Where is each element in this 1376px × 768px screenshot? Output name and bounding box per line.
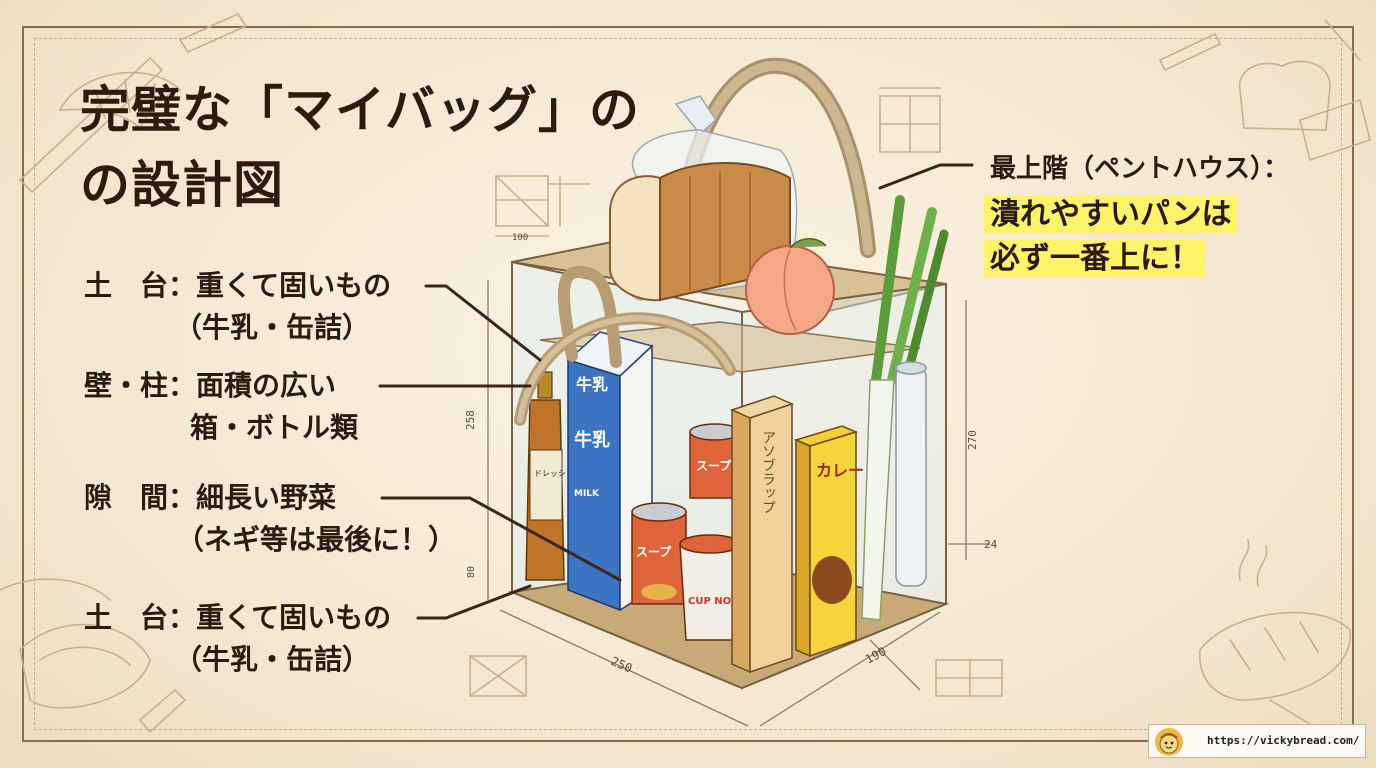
blueprint-sketch-icon-2 (469, 655, 527, 697)
eraser-doodle-icon (178, 12, 248, 54)
curry-label: カレー (816, 461, 864, 480)
label-gaps-heading: 隙 間：細長い野菜 (84, 481, 337, 514)
blueprint-sketch-icon (495, 175, 549, 227)
bun-doodle-icon (19, 623, 151, 709)
soup-can-label-2: スープ (636, 544, 672, 559)
dimension-lines (487, 280, 990, 727)
label-foundation-base-heading: 土 台：重くて固いもの (84, 601, 392, 634)
label-foundation-base-sub: （牛乳・缶詰） (174, 643, 371, 676)
milk-english-label: MILK (574, 489, 600, 499)
outer-frame (22, 26, 1354, 742)
avatar (1155, 728, 1183, 756)
dim-height-left-label: 258 (464, 410, 477, 430)
dim-height-right-label: 270 (966, 430, 979, 450)
milk-label: 牛乳 (576, 375, 608, 394)
label-walls-heading: 壁・柱：面積の広い (84, 369, 337, 402)
label-foundation-top-heading: 土 台：重くて固いもの (84, 269, 392, 302)
dim-blueprint-top-label: 100 (512, 233, 528, 243)
plastic-wrap-roll (895, 361, 927, 587)
site-url-link[interactable]: https://vickybread.com/ (1207, 734, 1360, 747)
wrap-box: アソブラップ (729, 395, 795, 674)
dim-small-left-label: 80 (466, 566, 477, 578)
peach (745, 238, 835, 335)
wrap-box-label: アソブラップ (760, 430, 776, 514)
bottle-label: ドレッシング (534, 468, 582, 478)
label-walls-sub: 箱・ボトル類 (190, 411, 359, 444)
bread-mascot-icon (1159, 733, 1179, 754)
milk-label-side: 牛乳 (574, 429, 610, 451)
label-foundation-top-sub: （牛乳・缶詰） (174, 311, 371, 344)
cup-noodle-label: CUP NOODLE (688, 596, 761, 607)
pencil-doodle-icon (18, 56, 164, 194)
soup-can-bottom: スープ (631, 502, 687, 605)
croissant-doodle-icon (58, 71, 182, 130)
milk-carton: 牛乳 牛乳 MILK (566, 331, 654, 612)
green-onion (861, 195, 949, 621)
inner-frame (34, 38, 1342, 730)
site-badge[interactable]: https://vickybread.com/ (1148, 724, 1366, 758)
penthouse-heading: 最上階（ペントハウス）： (990, 154, 1290, 184)
bread-loaf (609, 95, 798, 302)
page-title-line1: 完璧な「マイバッグ」の (80, 81, 640, 139)
bread-loaf-doodle-icon (1238, 60, 1331, 131)
baguette-doodle-icon (1199, 611, 1351, 701)
penthouse-highlight-line2: 必ず一番上に！ (984, 240, 1206, 278)
pencil-doodle-icon-2 (1158, 32, 1222, 72)
penthouse-highlight-line1: 潰れやすいパンは (984, 196, 1238, 234)
dim-width-label: 250 (609, 654, 635, 676)
leader-lines (378, 163, 974, 620)
soup-can-label: スープ (696, 458, 732, 473)
page-title-line2: の設計図 (80, 156, 284, 214)
cup-noodle: CUP NOODLE (679, 534, 761, 641)
curry-box: カレー (793, 425, 864, 658)
label-gaps-sub: （ネギ等は最後に！） (176, 523, 457, 556)
front-handle-left (558, 265, 622, 368)
dim-small-right-label: 24 (984, 538, 998, 551)
